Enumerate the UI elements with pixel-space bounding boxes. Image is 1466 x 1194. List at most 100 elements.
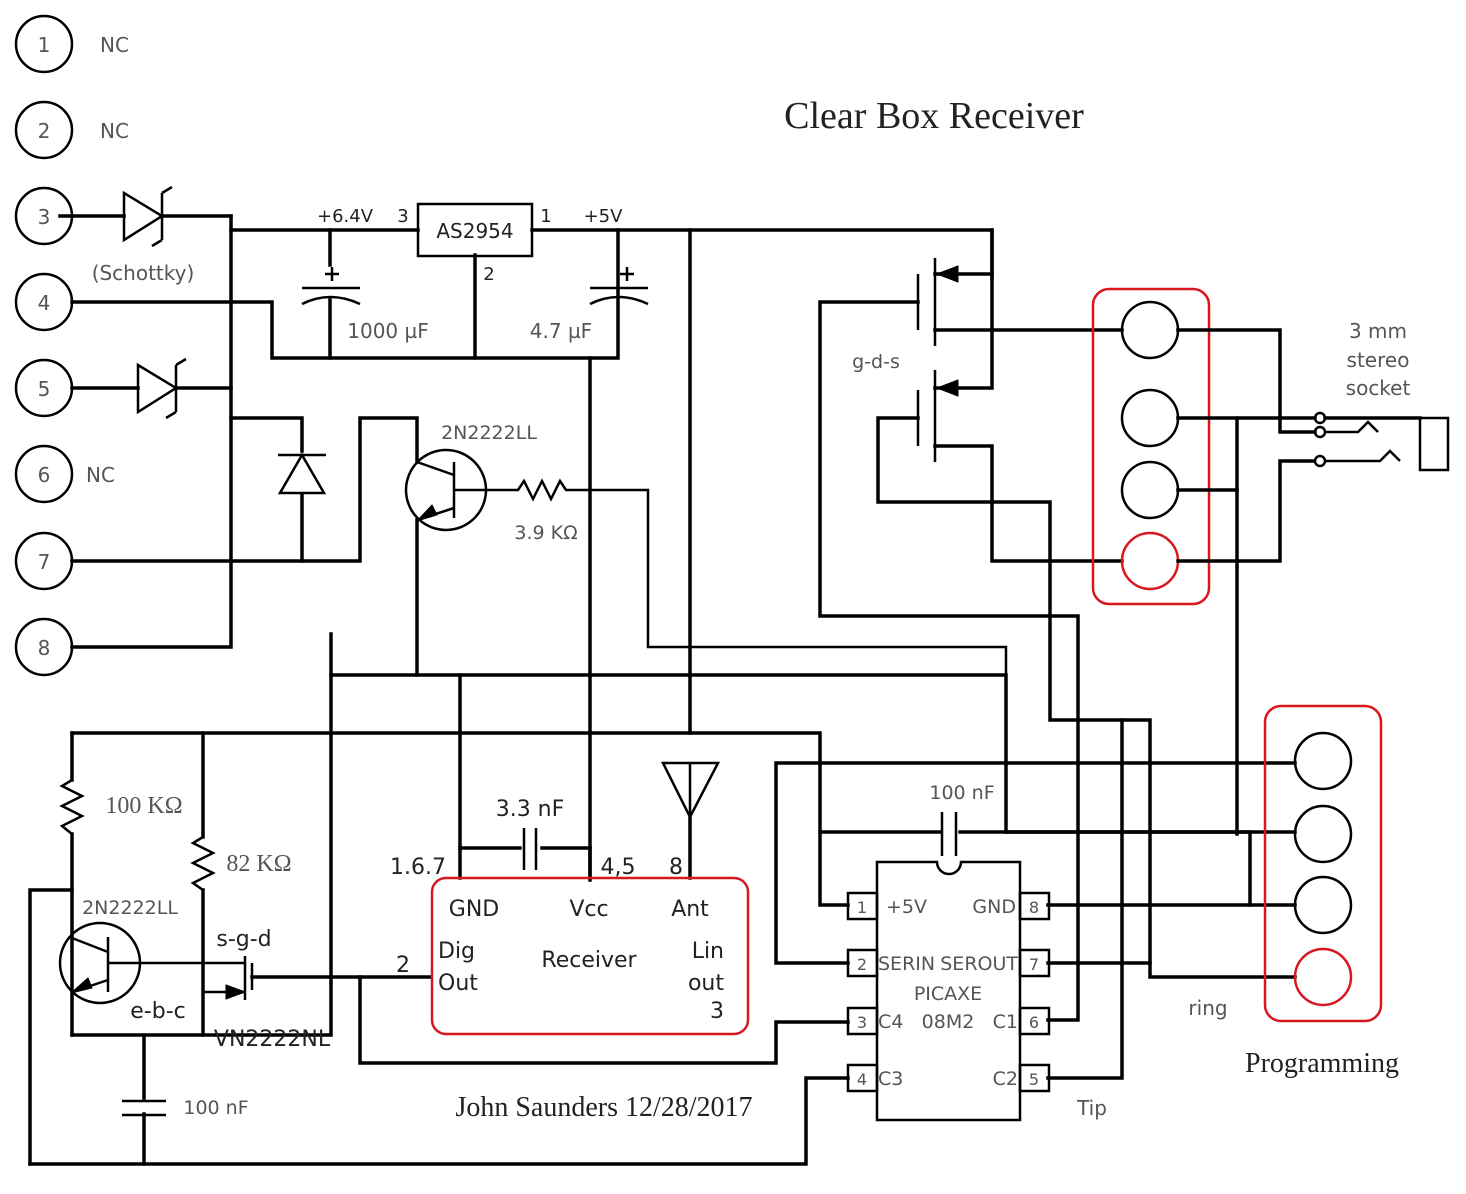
transistor-pins: e-b-c <box>130 999 185 1024</box>
pin-number: 3 <box>38 205 51 229</box>
fet-pins: s-g-d <box>216 927 271 952</box>
prog-pad-2 <box>1293 804 1353 864</box>
picaxe-pin-num: 6 <box>1029 1013 1039 1032</box>
n-channel-fet: s-g-d VN2222NL <box>203 927 433 1052</box>
pin-label: NC <box>86 463 115 487</box>
cap-value: 100 nF <box>929 782 994 804</box>
receiver-pin-lin: 3 <box>710 999 724 1024</box>
connector-pin-1: 1 NC <box>14 14 129 74</box>
cap-value: 1000 µF <box>347 319 428 343</box>
pin-number: 1 <box>38 33 51 57</box>
picaxe-pin-num: 5 <box>1029 1070 1039 1089</box>
pin-number: 4 <box>38 291 51 315</box>
schottky-label: (Schottky) <box>92 261 195 285</box>
regulator-name: AS2954 <box>436 219 513 243</box>
resistor-82k: 82 KΩ <box>190 835 292 892</box>
pin-dig-label: 2 <box>396 953 410 978</box>
receiver-ant: Ant <box>671 897 709 922</box>
wires-bus <box>28 632 1008 1166</box>
receiver-module: 3.3 nF 1.6.7 4,5 8 2 GND Vcc Ant Dig Out… <box>390 761 750 1036</box>
connector-pin-6: 6 NC <box>14 444 115 504</box>
picaxe-pin-label: C2 <box>993 1068 1018 1090</box>
prog-pad-1 <box>1293 731 1353 791</box>
receiver-lin-out-1: Lin <box>692 939 724 964</box>
pin-number: 6 <box>38 463 51 487</box>
schottky-diode-2 <box>136 357 187 420</box>
mosfet-pins-label: g-d-s <box>852 351 900 373</box>
receiver-dig-out-2: Out <box>438 971 478 996</box>
receiver-cap-value: 3.3 nF <box>496 797 565 822</box>
resistor-value: 100 KΩ <box>105 793 182 819</box>
receiver-lin-out-2: out <box>688 971 724 996</box>
picaxe-pin-label: +5V <box>886 896 927 918</box>
receiver-gnd: GND <box>449 897 499 922</box>
ring-label: ring <box>1188 996 1227 1020</box>
wires-input <box>58 214 994 735</box>
regulator-pin-out: 1 <box>540 206 551 227</box>
schematic-title: Clear Box Receiver <box>784 95 1084 137</box>
picaxe-pin-num: 2 <box>857 955 867 974</box>
pad-4 <box>1120 531 1180 591</box>
pin-number: 5 <box>38 377 51 401</box>
transistor-part: 2N2222LL <box>441 422 537 444</box>
jack-label-line-1: 3 mm <box>1349 319 1407 343</box>
picaxe-pin-num: 4 <box>857 1070 867 1089</box>
receiver-vcc: Vcc <box>569 897 608 922</box>
picaxe-pin-label: C4 <box>878 1011 903 1033</box>
transistor-part: 2N2222LL <box>82 897 178 919</box>
vout-label: +5V <box>584 206 624 227</box>
resistor-3-9k: 3.9 KΩ <box>488 478 1008 832</box>
prog-pad-3 <box>1293 875 1353 935</box>
fet-part: VN2222NL <box>214 1027 331 1052</box>
picaxe-name: PICAXE <box>914 983 982 1005</box>
wires-picaxe <box>774 718 1297 1080</box>
pad-3 <box>1120 460 1180 520</box>
regulator-pin-gnd: 2 <box>483 264 494 285</box>
npn-transistor-top: 2N2222LL <box>404 422 537 677</box>
connector-pin-5: 5 <box>14 358 74 418</box>
resistor-value: 82 KΩ <box>226 851 291 877</box>
receiver-dig-out-1: Dig <box>438 939 475 964</box>
cap-4-7uf: 4.7 µF <box>530 267 649 343</box>
cap-value: 4.7 µF <box>530 319 592 343</box>
pin-label: NC <box>100 119 129 143</box>
connector-pin-2: 2 NC <box>14 100 129 160</box>
protection-diode <box>277 452 327 495</box>
schottky-diode-1 <box>122 185 173 248</box>
programming-label: Programming <box>1245 1048 1399 1079</box>
picaxe-pin-num: 7 <box>1029 955 1039 974</box>
regulator-pin-in: 3 <box>397 206 408 227</box>
jack-label-line-2: stereo <box>1347 348 1410 372</box>
pin-number: 8 <box>38 636 51 660</box>
pin-ant-label: 8 <box>669 855 683 880</box>
pad-2 <box>1120 388 1180 448</box>
regulator-as2954: AS2954 3 1 2 +6.4V +5V <box>317 202 624 285</box>
pad-1 <box>1120 300 1180 360</box>
programming-pad-group: Programming ring Tip <box>1076 704 1399 1120</box>
mosfet-pair: g-d-s <box>818 228 1297 1022</box>
output-pad-group <box>1091 287 1211 606</box>
wire-dig-out <box>358 975 850 1065</box>
resistor-100k: 100 KΩ <box>59 778 183 835</box>
picaxe-pin-num: 1 <box>857 898 867 917</box>
picaxe-pin-label: C1 <box>993 1011 1018 1033</box>
connector-pin-8: 8 <box>14 617 74 677</box>
connector-pin-4: 4 <box>14 272 74 332</box>
pin-vcc-label: 4,5 <box>601 855 636 880</box>
picaxe-pin-label: C3 <box>878 1068 903 1090</box>
jack-label-line-3: socket <box>1346 376 1411 400</box>
cap-100nf-bottom: 100 nF <box>122 1097 249 1119</box>
pin-number: 7 <box>38 550 51 574</box>
picaxe-cap: 100 nF <box>929 782 995 856</box>
stereo-jack: 3 mm stereo socket <box>1313 319 1450 472</box>
prog-pad-4 <box>1293 947 1353 1007</box>
resistor-value: 3.9 KΩ <box>514 522 577 544</box>
npn-transistor-bottom: 2N2222LL e-b-c <box>58 897 245 1024</box>
wires-jack <box>1176 328 1422 836</box>
tip-label: Tip <box>1076 1096 1107 1120</box>
picaxe-pin-label: SERIN <box>878 953 935 975</box>
pin-gnd-label: 1.6.7 <box>390 855 446 880</box>
pin-label: NC <box>100 33 129 57</box>
